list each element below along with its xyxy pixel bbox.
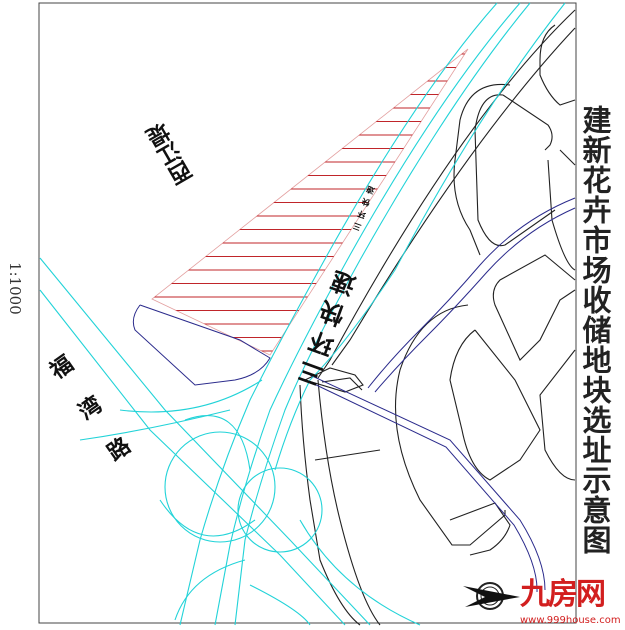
road-network xyxy=(39,2,566,626)
map-title: 建新花卉市场收储地块选址示意图 xyxy=(578,105,612,555)
compass-north-arrow-icon xyxy=(463,582,520,610)
river xyxy=(132,197,576,593)
scale-label: 1:1000 xyxy=(6,262,24,315)
watermark-url: www.999house.com xyxy=(520,615,621,626)
site-parcel xyxy=(151,48,469,356)
map-frame xyxy=(38,2,577,624)
watermark-logo: 九房网 xyxy=(520,577,606,612)
